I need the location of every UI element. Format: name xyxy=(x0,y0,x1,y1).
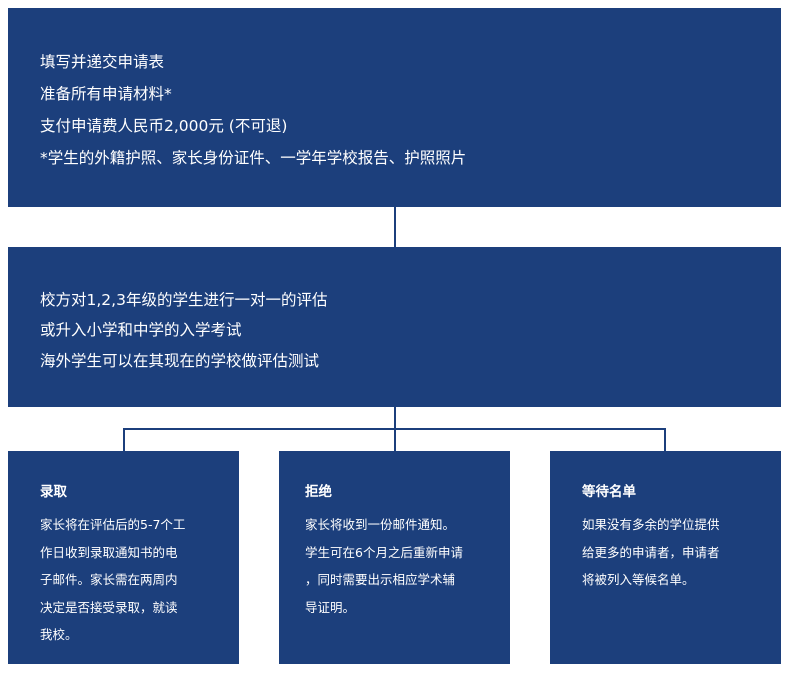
outcome-line: 学生可在6个月之后重新申请 xyxy=(305,544,463,560)
step-apply-line: *学生的外籍护照、家长身份证件、一学年学校报告、护照照片 xyxy=(40,149,467,167)
step-assessment-line: 海外学生可以在其现在的学校做评估测试 xyxy=(40,352,320,370)
outcome-line: 给更多的申请者，申请者 xyxy=(582,544,720,560)
outcome-line: 家长将在评估后的5-7个工 xyxy=(40,517,186,532)
outcome-line: 将被列入等候名单。 xyxy=(582,572,695,587)
step-apply-box: 填写并递交申请表 准备所有申请材料* 支付申请费人民币2,000元 (不可退) … xyxy=(8,8,781,207)
outcome-line: 家长将收到一份邮件通知。 xyxy=(305,517,456,532)
step-assessment-box: 校方对1,2,3年级的学生进行一对一的评估 或升入小学和中学的入学考试 海外学生… xyxy=(8,247,781,407)
outcome-line: 导证明。 xyxy=(305,599,356,615)
step-apply-line: 准备所有申请材料* xyxy=(40,85,172,103)
outcome-line: 子邮件。家长需在两周内 xyxy=(40,572,178,587)
connector-branch xyxy=(123,428,666,430)
outcome-line: 如果没有多余的学位提供 xyxy=(582,517,720,532)
outcome-title: 拒绝 xyxy=(305,484,332,500)
outcome-title: 录取 xyxy=(40,484,67,500)
outcome-accepted-box: 录取 家长将在评估后的5-7个工 作日收到录取通知书的电 子邮件。家长需在两周内… xyxy=(8,451,239,664)
step-apply-line: 支付申请费人民币2,000元 (不可退) xyxy=(40,117,288,135)
outcome-line: ，同时需要出示相应学术辅 xyxy=(305,572,456,587)
step-apply-line: 填写并递交申请表 xyxy=(40,53,165,71)
step-assessment-line: 校方对1,2,3年级的学生进行一对一的评估 xyxy=(40,291,328,309)
step-assessment-line: 或升入小学和中学的入学考试 xyxy=(40,321,242,339)
outcome-rejected-box: 拒绝 家长将收到一份邮件通知。 学生可在6个月之后重新申请 ，同时需要出示相应学… xyxy=(279,451,510,664)
connector-right xyxy=(664,428,666,451)
outcome-waitlist-box: 等待名单 如果没有多余的学位提供 给更多的申请者，申请者 将被列入等候名单。 xyxy=(550,451,781,664)
outcome-line: 决定是否接受录取，就读 xyxy=(40,599,178,615)
connector-left xyxy=(123,428,125,451)
outcome-line: 我校。 xyxy=(40,627,78,642)
outcome-title: 等待名单 xyxy=(582,484,636,500)
connector-1-2 xyxy=(394,207,396,247)
outcome-line: 作日收到录取通知书的电 xyxy=(40,544,178,560)
